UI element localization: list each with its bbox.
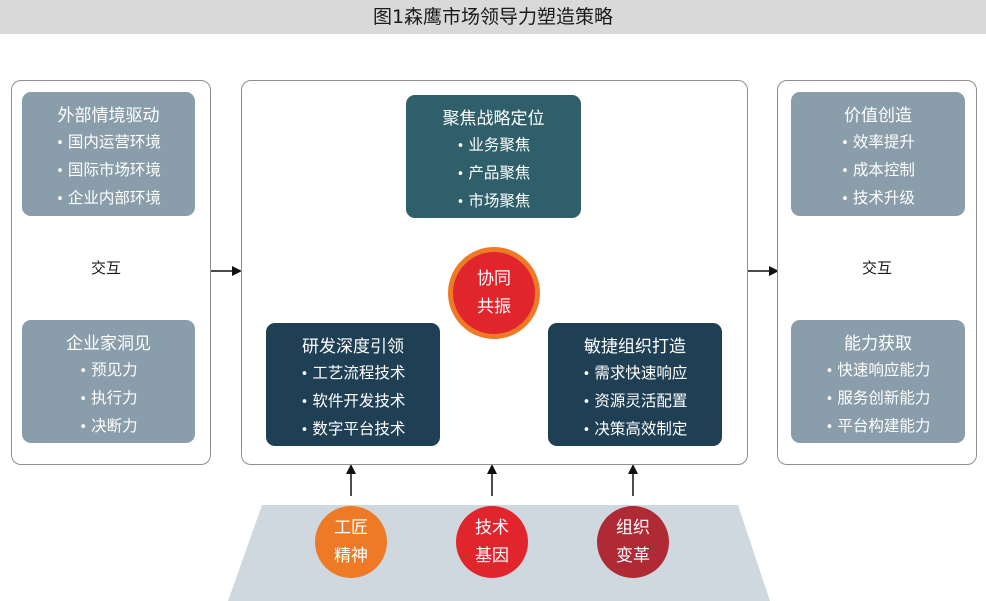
- synergy-line2: 共振: [477, 297, 511, 317]
- capability-acquisition-box: 能力获取 快速响应能力 服务创新能力 平台构建能力: [791, 320, 965, 443]
- rd-leadership-box: 研发深度引领 工艺流程技术 软件开发技术 数字平台技术: [266, 323, 440, 446]
- entrepreneur-insight-box: 企业家洞见 预见力 执行力 决断力: [22, 320, 195, 443]
- list-item: 国内运营环境: [22, 129, 195, 157]
- list-item: 国际市场环境: [22, 157, 195, 185]
- list-item: 工艺流程技术: [266, 360, 440, 388]
- capability-acquisition-title: 能力获取: [844, 334, 912, 354]
- agile-organization-title: 敏捷组织打造: [584, 337, 686, 357]
- org-change-line1: 组织: [616, 518, 650, 538]
- value-creation-title: 价值创造: [844, 106, 912, 126]
- list-item: 企业内部环境: [22, 185, 195, 213]
- list-item: 技术升级: [791, 185, 965, 213]
- list-item: 决断力: [22, 413, 195, 441]
- list-item: 平台构建能力: [791, 413, 965, 441]
- list-item: 软件开发技术: [266, 388, 440, 416]
- craftsmanship-circle: 工匠 精神: [315, 506, 387, 578]
- right-interaction-label: 交互: [862, 259, 893, 277]
- external-context-title: 外部情境驱动: [57, 106, 160, 126]
- list-item: 需求快速响应: [548, 360, 722, 388]
- list-item: 效率提升: [791, 129, 965, 157]
- synergy-line1: 协同: [477, 269, 511, 289]
- strategy-focus-title: 聚焦战略定位: [442, 109, 545, 129]
- list-item: 资源灵活配置: [548, 388, 722, 416]
- value-creation-box: 价值创造 效率提升 成本控制 技术升级: [791, 92, 965, 216]
- craftsmanship-line2: 精神: [334, 546, 368, 566]
- rd-leadership-title: 研发深度引领: [302, 337, 404, 357]
- title-bar: [0, 0, 986, 34]
- agile-organization-box: 敏捷组织打造 需求快速响应 资源灵活配置 决策高效制定: [548, 323, 722, 446]
- figure-title: 图1森鹰市场领导力塑造策略: [372, 6, 614, 28]
- list-item: 产品聚焦: [406, 160, 581, 188]
- list-item: 服务创新能力: [791, 385, 965, 413]
- org-change-line2: 变革: [616, 546, 650, 566]
- strategy-focus-box: 聚焦战略定位 业务聚焦 产品聚焦 市场聚焦: [406, 95, 581, 218]
- technology-gene-circle: 技术 基因: [456, 506, 528, 578]
- craftsmanship-line1: 工匠: [334, 518, 368, 538]
- list-item: 市场聚焦: [406, 188, 581, 216]
- technology-gene-line2: 基因: [475, 546, 509, 566]
- left-interaction-label: 交互: [91, 259, 122, 277]
- list-item: 执行力: [22, 385, 195, 413]
- entrepreneur-insight-title: 企业家洞见: [66, 334, 151, 354]
- external-context-box: 外部情境驱动 国内运营环境 国际市场环境 企业内部环境: [22, 92, 195, 216]
- list-item: 业务聚焦: [406, 132, 581, 160]
- list-item: 成本控制: [791, 157, 965, 185]
- list-item: 决策高效制定: [548, 416, 722, 444]
- synergy-circle: 协同 共振: [448, 247, 540, 339]
- list-item: 数字平台技术: [266, 416, 440, 444]
- list-item: 预见力: [22, 357, 195, 385]
- technology-gene-line1: 技术: [475, 518, 509, 538]
- org-change-circle: 组织 变革: [597, 506, 669, 578]
- list-item: 快速响应能力: [791, 357, 965, 385]
